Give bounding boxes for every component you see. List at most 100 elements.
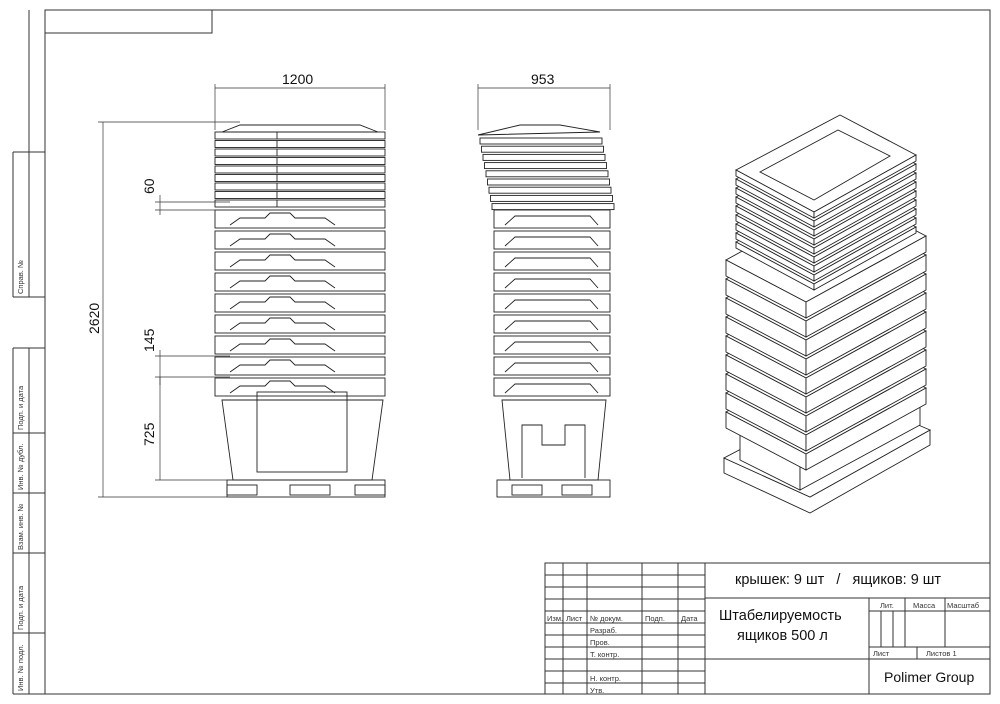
box-rib <box>229 275 336 289</box>
strip-label: Инв. № дубл. <box>16 443 25 490</box>
dim-lid-step: 60 <box>141 178 157 194</box>
dimension-lines <box>98 84 611 498</box>
tb-lit-label: Лит. <box>880 601 894 610</box>
tb-sheets-label: Листов 1 <box>926 649 957 658</box>
isometric-view <box>722 114 932 514</box>
dim-box-step: 145 <box>141 328 157 352</box>
box-rim <box>214 230 386 250</box>
tb-title-line1: Штабелируемость <box>719 608 842 624</box>
tb-header-sign: Подп. <box>645 614 665 623</box>
box-rim <box>493 335 611 355</box>
box-rib <box>229 338 336 352</box>
tb-title-line2: ящиков 500 л <box>737 628 828 644</box>
dim-height-total: 2620 <box>86 302 102 334</box>
lid <box>214 191 386 199</box>
box-rim <box>493 377 611 397</box>
lid-iso-side <box>813 217 917 282</box>
tb-role: Разраб. <box>590 626 618 635</box>
front-view <box>214 124 386 498</box>
box-iso-side <box>805 330 927 414</box>
box-rib <box>229 359 336 373</box>
box-rib <box>229 296 336 310</box>
box-rib <box>504 278 599 289</box>
lid <box>214 157 386 165</box>
lid-top <box>477 124 601 136</box>
title-block-lines <box>544 562 991 695</box>
box-iso-side <box>805 311 927 395</box>
lid <box>214 199 386 208</box>
box-body-bottom <box>221 399 384 481</box>
box-rim <box>493 272 611 292</box>
tb-header-list: Лист <box>566 614 583 623</box>
lid <box>214 165 386 174</box>
lid <box>491 203 615 211</box>
tb-role: Пров. <box>590 638 610 647</box>
box-rim <box>493 293 611 313</box>
box-rib <box>504 383 599 394</box>
tb-summary: крышек: 9 шт / ящиков: 9 шт <box>735 572 942 588</box>
box-rim <box>214 209 386 229</box>
box-iso-side <box>805 368 927 452</box>
pallet-opening <box>226 484 258 496</box>
box-rib <box>504 257 599 268</box>
box-rim <box>214 377 386 397</box>
title-block-border <box>544 562 991 695</box>
tb-sheet-label: Лист <box>873 649 890 658</box>
box-iso-side <box>805 292 927 376</box>
box-rim <box>214 251 386 271</box>
box-rim <box>493 230 611 250</box>
tb-scale-label: Масштаб <box>947 601 980 610</box>
box-rib <box>229 380 336 394</box>
lid-iso-side <box>813 172 917 237</box>
lid-iso-side <box>813 199 917 264</box>
tb-role: Утв. <box>590 686 605 695</box>
tb-header-izm: Изм. <box>547 614 564 623</box>
lid <box>479 137 603 145</box>
box-rib <box>504 299 599 310</box>
box-window <box>256 391 348 473</box>
lid-logo-panel <box>759 129 891 201</box>
box-rim <box>214 356 386 376</box>
box-iso-side <box>805 273 927 357</box>
lid <box>214 140 386 148</box>
lid <box>488 186 612 194</box>
lid-iso-side <box>813 181 917 246</box>
lid <box>214 182 386 191</box>
box-iso-side <box>805 387 927 471</box>
drawing-frame <box>12 9 991 695</box>
pallet-opening <box>354 484 386 496</box>
tb-header-doc: № докум. <box>590 614 623 623</box>
lid-iso-side <box>813 163 917 228</box>
pallet <box>226 479 386 498</box>
box-rib <box>229 233 336 247</box>
tb-role: Т. контр. <box>590 650 620 659</box>
strip-label: Инв. № подл. <box>16 644 25 691</box>
lid <box>487 178 610 186</box>
box-body-bottom <box>501 399 607 481</box>
tb-company: Polimer Group <box>884 669 975 685</box>
dim-box-height: 725 <box>141 422 157 446</box>
lid <box>490 194 613 202</box>
lid <box>214 148 386 157</box>
box-rib <box>229 317 336 331</box>
lid-iso-side <box>813 190 917 255</box>
lid-top <box>221 124 379 133</box>
box-iso-side <box>805 349 927 433</box>
lid <box>214 131 386 140</box>
strip-label: Взам. инв. № <box>16 503 25 550</box>
pallet <box>496 479 611 498</box>
strip-label: Подп. и дата <box>16 385 25 430</box>
tb-role: Н. контр. <box>590 674 621 683</box>
lid-iso-side <box>813 208 917 273</box>
box-rib <box>504 236 599 247</box>
side-view <box>477 124 615 498</box>
box-rib <box>229 254 336 268</box>
box-rib <box>504 341 599 352</box>
pallet-opening <box>289 484 331 496</box>
box-rim <box>493 251 611 271</box>
box-iso-side <box>805 235 927 319</box>
strip-label: Справ. № <box>16 259 25 294</box>
box-rib <box>229 212 336 226</box>
dim-depth: 953 <box>531 71 555 87</box>
